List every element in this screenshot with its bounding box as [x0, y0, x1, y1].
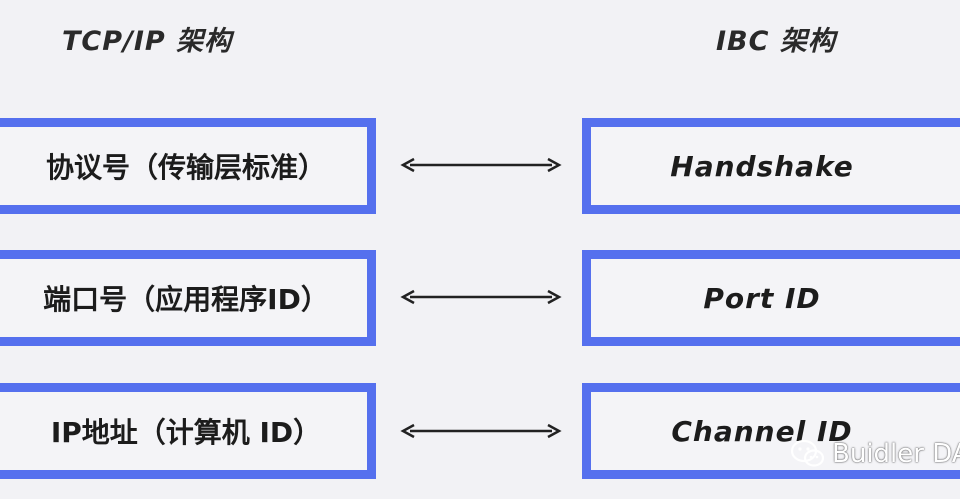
double-arrow-icon	[400, 289, 562, 305]
ibc-box-channel-id: Channel ID	[582, 383, 960, 479]
tcpip-box-protocol: 协议号（传输层标准）	[0, 118, 376, 214]
tcpip-box-ip-label: IP地址（计算机 ID）	[50, 416, 322, 449]
ibc-box-port-id-label: Port ID	[703, 281, 821, 315]
wechat-icon	[790, 439, 825, 467]
double-arrow-icon	[400, 157, 562, 173]
tcpip-column-title: TCP/IP 架构	[62, 26, 233, 57]
tcpip-box-port: 端口号（应用程序ID）	[0, 250, 376, 346]
tcpip-box-protocol-label: 协议号（传输层标准）	[45, 151, 326, 184]
ibc-box-channel-id-label: Channel ID	[671, 414, 853, 448]
ibc-column-title: IBC 架构	[716, 26, 836, 57]
watermark: Buidler DA	[790, 434, 960, 474]
ibc-box-handshake: Handshake	[582, 118, 960, 214]
ibc-box-port-id: Port ID	[582, 250, 960, 346]
watermark-text: Buidler DA	[832, 439, 960, 469]
tcpip-box-ip: IP地址（计算机 ID）	[0, 383, 376, 479]
tcpip-box-port-label: 端口号（应用程序ID）	[43, 283, 329, 316]
double-arrow-icon	[400, 423, 562, 439]
ibc-box-handshake-label: Handshake	[670, 149, 854, 183]
